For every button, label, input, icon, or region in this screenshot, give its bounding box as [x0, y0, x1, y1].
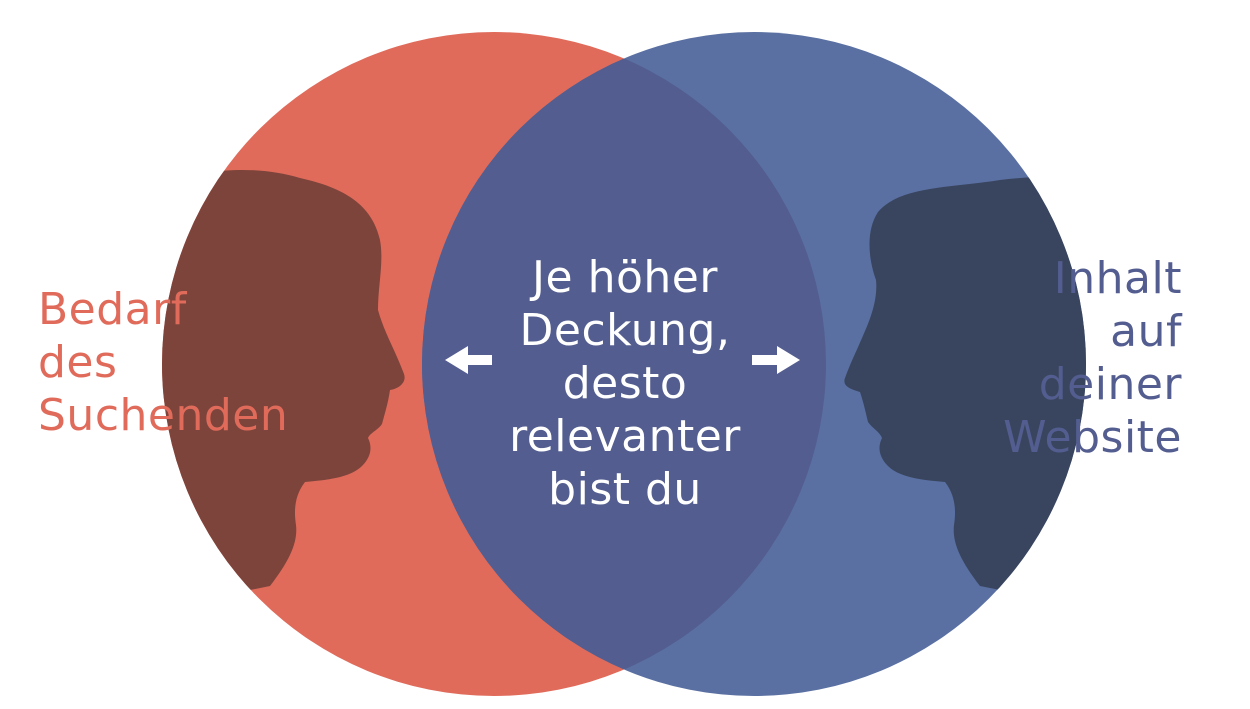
center-label-line-4: relevanter	[509, 411, 741, 462]
right-label-line-1: Inhalt	[1053, 253, 1182, 304]
left-label-line-3: Suchenden	[38, 390, 289, 441]
arrow-right-icon	[752, 346, 800, 374]
right-label-line-2: auf	[1110, 306, 1182, 357]
left-label-line-2: des	[38, 337, 118, 388]
left-label-line-1: Bedarf	[38, 284, 187, 335]
center-label-line-2: Deckung,	[519, 305, 731, 356]
center-label-line-1: Je höher	[532, 252, 718, 303]
right-label: Inhalt auf deiner Website	[1003, 257, 1182, 469]
head-silhouette-icon	[162, 169, 405, 610]
center-label: Je höher Deckung, desto relevanter bist …	[440, 256, 810, 521]
head-silhouette-icon	[844, 176, 1086, 610]
right-label-line-3: deiner	[1038, 359, 1182, 410]
arrow-left-icon	[445, 346, 492, 374]
center-label-line-5: bist du	[548, 464, 702, 515]
right-label-line-4: Website	[1003, 412, 1182, 463]
left-label: Bedarf des Suchenden	[38, 288, 288, 447]
center-label-line-3: desto	[562, 358, 688, 409]
